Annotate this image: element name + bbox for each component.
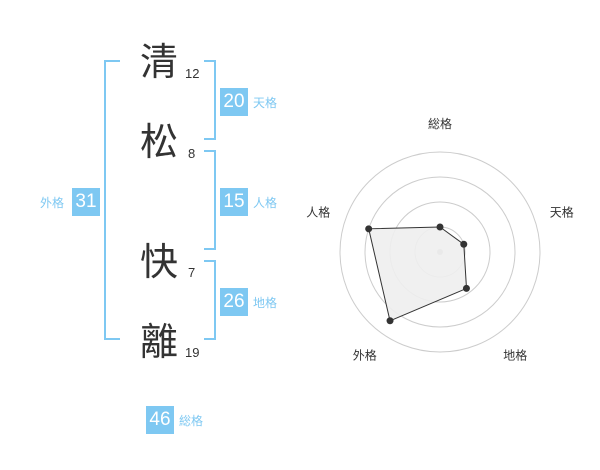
stroke-count-3: 7 — [188, 265, 196, 280]
gaikaku-label: 外格 — [40, 196, 65, 210]
jinkaku-score: 15 — [220, 188, 248, 216]
jinkaku-label: 人格 — [253, 196, 278, 210]
radar-axis-label-4: 外格 — [353, 348, 377, 363]
name-char-4: 離 — [140, 320, 179, 364]
tenkaku-bracket — [204, 60, 216, 140]
tenkaku-score: 20 — [220, 88, 248, 116]
radar-point-1 — [436, 223, 444, 231]
chikaku-label: 地格 — [253, 296, 278, 310]
chikaku-score: 26 — [220, 288, 248, 316]
radar-axis-label-2: 天格 — [550, 204, 574, 219]
stroke-count-2: 8 — [188, 146, 196, 161]
chikaku-bracket — [204, 260, 216, 340]
radar-point-5 — [365, 225, 373, 233]
name-char-3: 快 — [140, 240, 179, 284]
radar-ring-4 — [339, 151, 541, 353]
radar-axis-label-3: 地格 — [503, 348, 527, 363]
soukaku-label: 総格 — [179, 414, 204, 428]
name-char-2: 松 — [140, 120, 179, 164]
radar-polygon — [368, 226, 468, 322]
radar-axis-label-5: 人格 — [306, 204, 330, 219]
radar-point-2 — [460, 240, 468, 248]
radar-point-4 — [386, 317, 394, 325]
jinkaku-bracket — [204, 150, 216, 250]
gaikaku-score: 31 — [72, 188, 100, 216]
radar-axis-label-1: 総格 — [428, 116, 452, 131]
radar-point-3 — [462, 284, 470, 292]
stroke-count-1: 12 — [185, 66, 200, 81]
soukaku-score: 46 — [146, 406, 174, 434]
gaikaku-bracket — [104, 60, 120, 340]
tenkaku-label: 天格 — [253, 96, 278, 110]
name-char-1: 清 — [140, 40, 179, 84]
stroke-count-4: 19 — [185, 345, 200, 360]
radar-ring-3 — [364, 176, 516, 328]
